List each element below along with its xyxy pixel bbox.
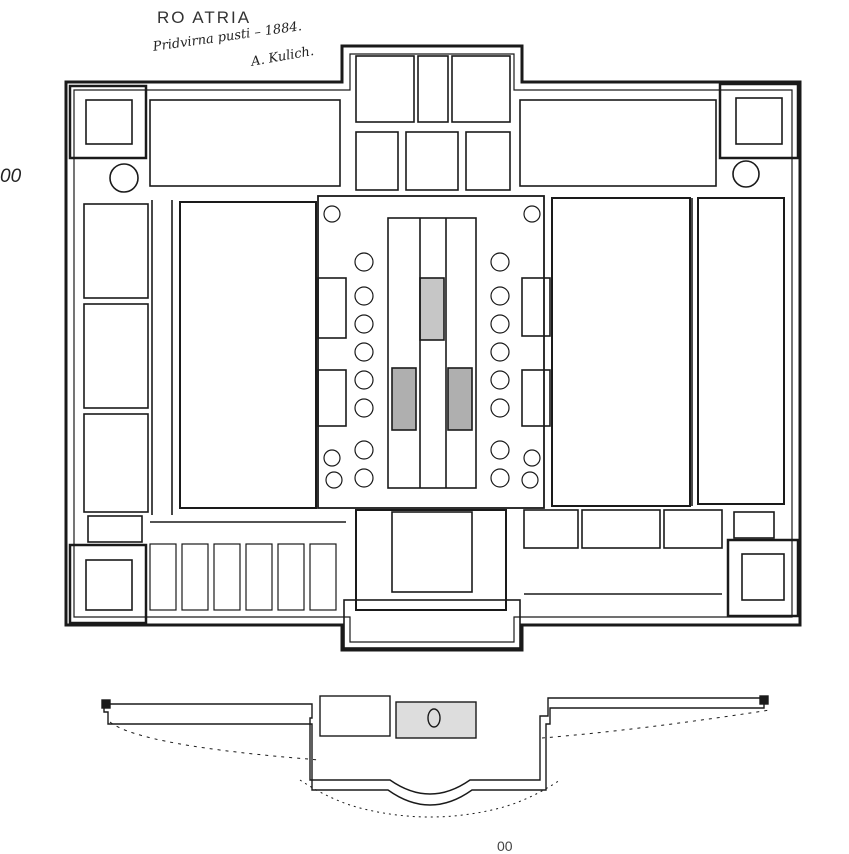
corner-tower-nw [68,84,148,160]
drawing-title: RO ATRIA [157,8,252,27]
central-side-room-w2 [317,369,347,427]
south-east-room-1 [523,509,579,549]
north-pavilion-room-3 [451,55,511,123]
central-stair-right [447,367,473,431]
central-stair-left [391,367,417,431]
corner-tower-sw-inner [85,559,133,611]
north-pavilion-room-6 [465,131,511,191]
site-plan-marker-west [101,699,111,709]
margin-number: 00 [0,166,22,187]
south-east-room-2 [581,509,661,549]
corner-tower-nw-inner [85,99,133,145]
central-side-room-e1 [521,277,551,337]
site-plan-building [319,695,391,737]
spiral-stair-ne [732,160,760,188]
site-plan-garden-outline [109,709,771,761]
central-block [317,195,545,509]
corner-tower-se [726,538,800,618]
north-pavilion-room-5 [405,131,459,191]
south-west-bays [149,543,337,611]
corner-tower-sw [68,543,148,625]
west-room-2 [83,303,149,409]
south-east-room-3 [663,509,723,549]
central-side-room-w1 [317,277,347,339]
south-west-entry [87,515,143,543]
outer-wall [64,44,802,652]
north-pavilion-room-1 [355,55,415,123]
east-courtyard [551,197,691,507]
south-portico [343,599,521,649]
site-plan-marker-east [759,695,769,705]
site-plan-lower-outline [299,779,561,818]
east-hall [697,197,785,505]
south-vestibule [355,509,507,611]
north-hall-west [149,99,341,187]
north-pavilion-room-4 [355,131,399,191]
site-plan-terrace [103,697,765,806]
south-east-tower-entry [733,511,775,539]
central-columns [323,205,541,489]
north-pavilion-room-2 [417,55,449,123]
west-courtyard [179,201,317,509]
central-nave [387,217,477,489]
ground-floor-plan [64,44,802,652]
site-plan [101,695,771,818]
spiral-stair-nw [109,163,139,193]
site-plan-steps [395,701,477,739]
north-hall-east [519,99,717,187]
corner-tower-ne [718,82,800,160]
site-plan-fountain [427,708,441,728]
corner-tower-se-inner [741,553,785,601]
central-stair-upper [419,277,445,341]
south-vestibule-inner [391,511,473,593]
west-room-3 [83,413,149,513]
corner-tower-ne-inner [735,97,783,145]
central-side-room-e2 [521,369,551,427]
page-number: 00 [497,838,513,854]
west-room-1 [83,203,149,299]
